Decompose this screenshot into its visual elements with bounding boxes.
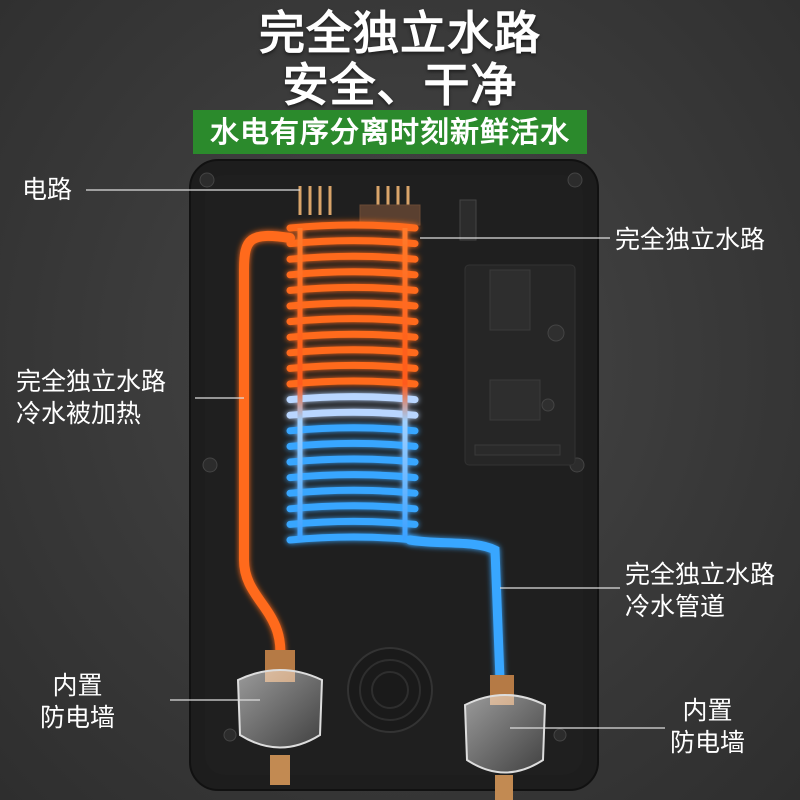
- green-banner: 水电有序分离时刻新鲜活水: [193, 110, 587, 154]
- coil-row: [286, 315, 419, 326]
- callout-firewall-left-line1: 内置: [52, 671, 103, 700]
- coil-row: [286, 408, 419, 419]
- firewall-right: [463, 675, 547, 800]
- coil-row: [286, 455, 419, 466]
- coil-row: [286, 237, 419, 248]
- coil-row: [286, 471, 419, 482]
- hot-water-pipe: [239, 230, 295, 665]
- coil-row: [286, 533, 419, 544]
- screw-icon: [199, 172, 215, 188]
- callout-circuit: 电路: [22, 174, 72, 206]
- control-board: [459, 199, 576, 466]
- coil-row: [286, 502, 419, 513]
- coil-row: [286, 439, 419, 450]
- callout-circuit-text: 电路: [22, 175, 73, 204]
- screw-icon: [223, 728, 237, 742]
- coil-row: [286, 346, 419, 357]
- coil-row: [286, 424, 419, 435]
- callout-heating-line1: 完全独立水路: [16, 367, 167, 396]
- callout-independent-waterway: 完全独立水路: [615, 224, 765, 256]
- coil-row: [286, 393, 419, 404]
- headline-subtitle: 安全、干净: [282, 58, 518, 112]
- firewall-left: [236, 650, 324, 785]
- coil-row: [286, 330, 419, 341]
- coil-row: [286, 283, 419, 294]
- screw-icon: [567, 172, 583, 188]
- headline-title: 完全独立水路: [259, 6, 541, 60]
- vent-fan: [347, 647, 433, 733]
- callout-firewall-left: 内置 防电墙: [40, 670, 115, 734]
- callout-firewall-right: 内置 防电墙: [670, 695, 745, 759]
- coil-row: [286, 252, 419, 263]
- coil-edge: [297, 228, 408, 540]
- coil-row: [286, 377, 419, 388]
- callout-firewall-right-line2: 防电墙: [670, 728, 746, 757]
- coil-row: [286, 486, 419, 497]
- heating-coil: [286, 221, 419, 544]
- coil-row: [286, 299, 419, 310]
- screw-icon: [202, 457, 218, 473]
- callout-cold-line1: 完全独立水路: [625, 560, 776, 589]
- callout-firewall-right-line1: 内置: [682, 696, 733, 725]
- callout-independent-waterway-text: 完全独立水路: [615, 225, 766, 254]
- callout-cold-line2: 冷水管道: [625, 592, 726, 621]
- coil-row: [286, 517, 419, 528]
- coil-row: [286, 268, 419, 279]
- callout-heating: 完全独立水路 冷水被加热: [16, 366, 166, 430]
- screw-icon: [553, 728, 567, 742]
- callout-cold-pipe: 完全独立水路 冷水管道: [625, 559, 775, 623]
- cold-water-pipe: [405, 535, 505, 685]
- coil-row: [286, 361, 419, 372]
- callout-firewall-left-line2: 防电墙: [40, 703, 116, 732]
- coil-row: [286, 221, 419, 232]
- callout-heating-line2: 冷水被加热: [16, 399, 142, 428]
